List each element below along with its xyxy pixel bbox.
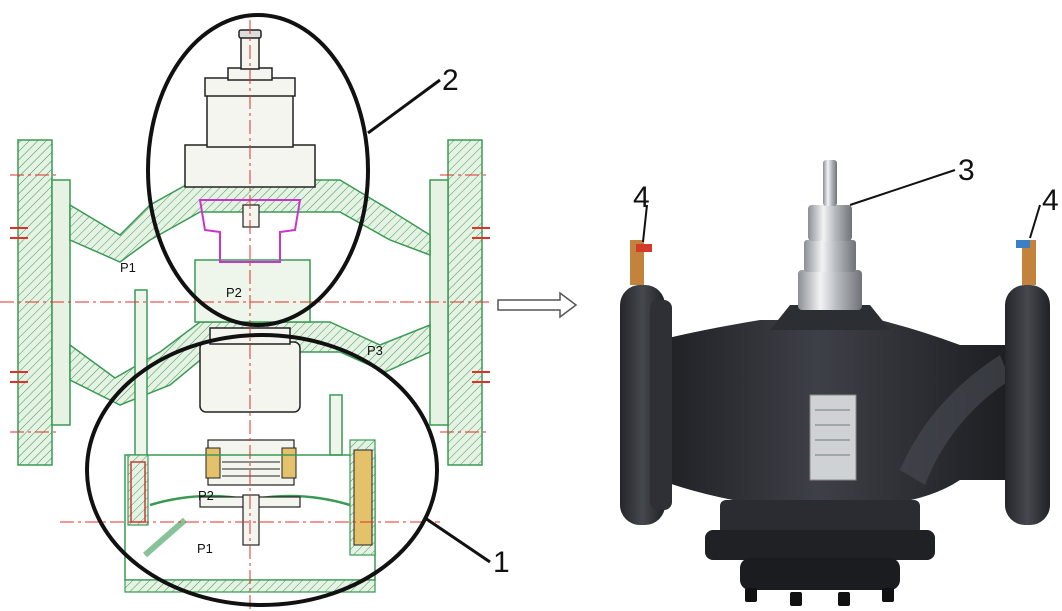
base-bolts bbox=[745, 588, 894, 606]
bolt-markers bbox=[10, 227, 490, 383]
callout-line-4-right bbox=[1029, 204, 1041, 239]
stainless-top bbox=[808, 205, 852, 241]
bottom-cap bbox=[740, 558, 900, 590]
callout-2: 2 bbox=[442, 64, 459, 97]
lower-stem bbox=[242, 494, 260, 546]
valve-photo: 3 4 4 bbox=[620, 154, 1059, 606]
spring-cap-right bbox=[281, 447, 297, 479]
left-flange-rim bbox=[650, 300, 672, 510]
impulse-tube-right bbox=[329, 394, 343, 456]
right-port-insert bbox=[353, 449, 373, 546]
stem-photo bbox=[823, 160, 837, 206]
centre-lines bbox=[0, 20, 490, 611]
stainless-middle bbox=[804, 240, 856, 272]
callout-1: 1 bbox=[493, 546, 510, 579]
upper-inlet-wall bbox=[69, 179, 431, 263]
cross-section-drawing: P1 P2 P3 P2 P1 2 1 bbox=[0, 13, 510, 611]
bonnet bbox=[770, 305, 890, 330]
upper-highlight-ellipse bbox=[146, 13, 370, 327]
spring-cap-left bbox=[205, 447, 221, 479]
right-port-tip bbox=[1016, 240, 1030, 248]
label-p1-lower: P1 bbox=[197, 541, 213, 556]
name-plate-lines bbox=[815, 409, 850, 456]
name-plate bbox=[809, 394, 857, 481]
left-port-block bbox=[127, 454, 149, 526]
callout-line-2 bbox=[367, 78, 441, 135]
label-p2-lower: P2 bbox=[198, 488, 214, 503]
stainless-base bbox=[798, 270, 862, 310]
valve-body-diagonal bbox=[900, 355, 1010, 485]
left-port-tip bbox=[636, 244, 652, 252]
callout-4-right: 4 bbox=[1042, 184, 1059, 217]
callout-line-4-left bbox=[642, 204, 648, 243]
magenta-insert bbox=[198, 199, 302, 263]
right-arrow-icon bbox=[497, 291, 578, 319]
lower-dome bbox=[720, 500, 920, 535]
lower-highlight-ellipse bbox=[85, 333, 439, 607]
label-p1-upper: P1 bbox=[120, 260, 136, 275]
lower-base bbox=[705, 530, 935, 560]
label-p3: P3 bbox=[367, 343, 383, 358]
callout-line-3 bbox=[849, 169, 956, 206]
right-port-fitting bbox=[1022, 240, 1036, 285]
lower-housing-base bbox=[124, 579, 376, 593]
callout-4-left: 4 bbox=[633, 181, 650, 214]
callout-3: 3 bbox=[958, 154, 975, 187]
right-flange-photo bbox=[1005, 285, 1050, 525]
label-p2-upper: P2 bbox=[226, 285, 242, 300]
stem-collar bbox=[242, 204, 260, 228]
diagonal-channel bbox=[143, 517, 187, 558]
callout-line-1 bbox=[424, 516, 491, 564]
